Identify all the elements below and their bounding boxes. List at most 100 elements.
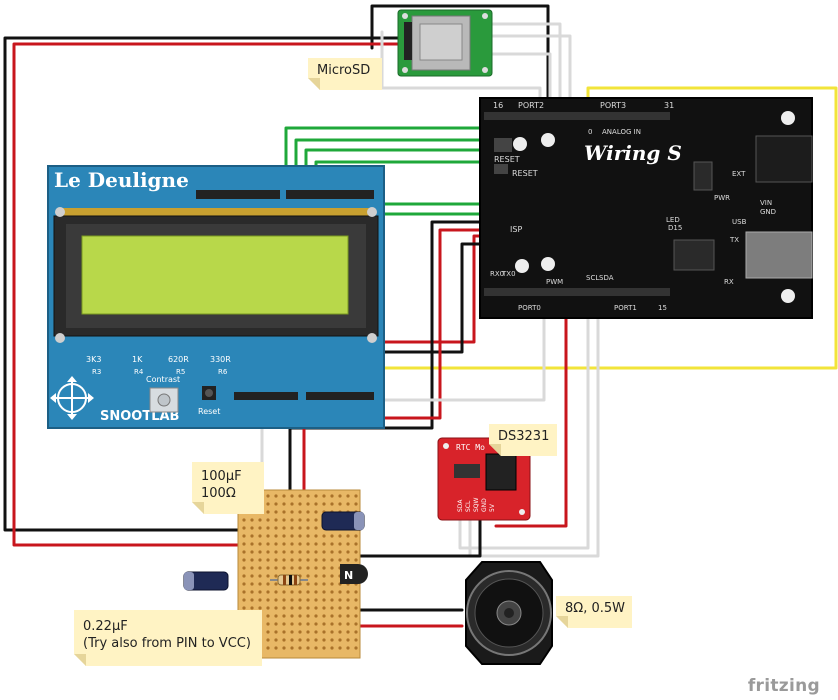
perf-hole — [266, 622, 270, 626]
perf-hole — [346, 558, 350, 562]
perf-hole — [306, 518, 310, 522]
svg-text:D15: D15 — [668, 224, 682, 232]
perf-hole — [274, 494, 278, 498]
perf-hole — [314, 630, 318, 634]
shield-header-bottom-2 — [306, 392, 374, 400]
perf-hole — [258, 590, 262, 594]
perf-hole — [298, 526, 302, 530]
perf-hole — [282, 510, 286, 514]
svg-text:ISP: ISP — [510, 225, 522, 234]
perf-hole — [354, 502, 358, 506]
rtc-chip — [485, 453, 517, 491]
perf-hole — [338, 494, 342, 498]
wiring-s-board: 16 PORT2 PORT3 31 0 ANALOG IN Wiring S R… — [479, 97, 813, 319]
perf-hole — [266, 582, 270, 586]
perf-hole — [250, 566, 254, 570]
perf-hole — [258, 526, 262, 530]
perf-hole — [322, 622, 326, 626]
perf-hole — [306, 574, 310, 578]
perf-hole — [242, 558, 246, 562]
perf-hole — [250, 574, 254, 578]
perf-hole — [306, 510, 310, 514]
perf-hole — [330, 566, 334, 570]
reset-button-wiring — [494, 138, 512, 152]
perf-hole — [338, 606, 342, 610]
perf-hole — [274, 598, 278, 602]
wiring-chip — [673, 239, 715, 271]
perf-hole — [298, 550, 302, 554]
perf-hole — [290, 502, 294, 506]
perf-hole — [322, 590, 326, 594]
perf-hole — [354, 598, 358, 602]
svg-text:ANALOG IN: ANALOG IN — [602, 128, 641, 136]
perf-hole — [258, 534, 262, 538]
perf-hole — [330, 542, 334, 546]
note-cap022-line2: (Try also from PIN to VCC) — [83, 636, 251, 651]
svg-text:GND: GND — [760, 208, 776, 216]
perf-hole — [322, 574, 326, 578]
svg-text:TX: TX — [729, 236, 739, 244]
perf-hole — [346, 590, 350, 594]
perf-hole — [354, 622, 358, 626]
wire-red-perf — [302, 228, 502, 502]
perf-hole — [306, 598, 310, 602]
perf-hole — [266, 574, 270, 578]
shield-header-top-2 — [286, 190, 374, 199]
perf-hole — [298, 630, 302, 634]
perf-hole — [282, 614, 286, 618]
svg-text:R4: R4 — [134, 368, 144, 376]
perf-hole — [330, 494, 334, 498]
svg-text:1K: 1K — [132, 355, 143, 364]
perf-hole — [346, 502, 350, 506]
perf-hole — [258, 606, 262, 610]
perf-hole — [290, 542, 294, 546]
perf-hole — [330, 606, 334, 610]
perf-hole — [258, 542, 262, 546]
svg-text:R5: R5 — [176, 368, 185, 376]
perf-hole — [242, 606, 246, 610]
perf-hole — [346, 638, 350, 642]
fritzing-watermark: fritzing — [747, 676, 820, 696]
perf-hole — [290, 630, 294, 634]
perf-hole — [314, 638, 318, 642]
svg-text:3K3: 3K3 — [86, 355, 101, 364]
perf-hole — [290, 614, 294, 618]
perf-hole — [274, 518, 278, 522]
capacitor-022uf — [183, 571, 229, 591]
perf-hole — [258, 518, 262, 522]
perf-hole — [274, 606, 278, 610]
perf-hole — [242, 534, 246, 538]
perf-hole — [322, 558, 326, 562]
perf-hole — [258, 574, 262, 578]
perf-hole — [330, 598, 334, 602]
perf-hole — [346, 646, 350, 650]
perf-hole — [314, 590, 318, 594]
mount-hole — [513, 137, 527, 151]
perf-hole — [346, 622, 350, 626]
perf-hole — [354, 494, 358, 498]
perf-hole — [282, 542, 286, 546]
perf-hole — [290, 566, 294, 570]
perf-hole — [242, 550, 246, 554]
svg-text:Contrast: Contrast — [146, 375, 180, 384]
perf-hole — [354, 646, 358, 650]
perf-hole — [330, 502, 334, 506]
svg-text:N: N — [344, 569, 353, 582]
perf-hole — [266, 638, 270, 642]
perf-hole — [266, 550, 270, 554]
perf-hole — [346, 542, 350, 546]
wire-white-sda — [458, 286, 590, 550]
wiring-title: Wiring S — [584, 141, 682, 165]
perf-hole — [298, 542, 302, 546]
perf-hole — [338, 542, 342, 546]
perf-hole — [266, 534, 270, 538]
perf-hole — [330, 574, 334, 578]
perf-hole — [290, 526, 294, 530]
perf-hole — [274, 590, 278, 594]
perf-hole — [306, 646, 310, 650]
perf-hole — [298, 606, 302, 610]
svg-text:16: 16 — [493, 101, 503, 110]
perf-hole — [266, 590, 270, 594]
perf-hole — [274, 582, 278, 586]
perf-hole — [290, 550, 294, 554]
